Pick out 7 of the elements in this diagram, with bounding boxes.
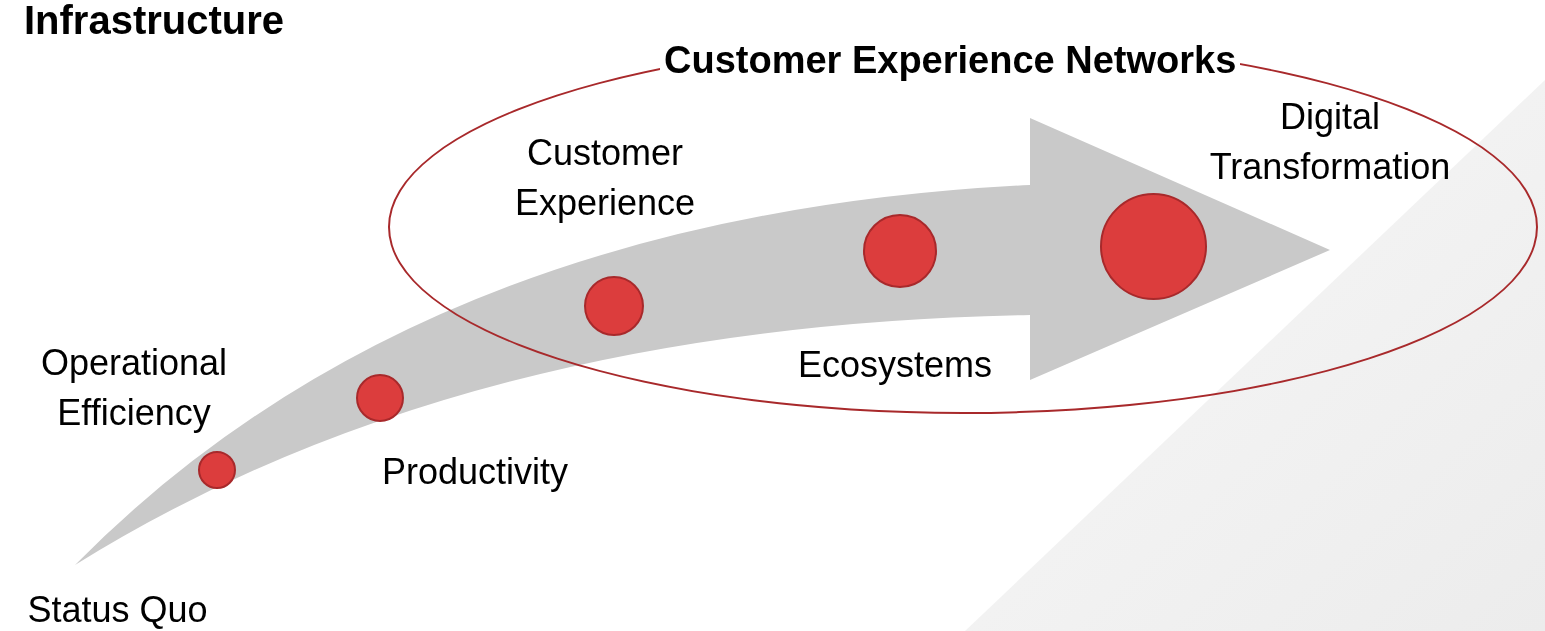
title: Infrastructure	[24, 0, 285, 44]
stage-label: Status Quo	[26, 588, 209, 631]
stage-label: Operational Efficiency	[39, 341, 229, 435]
stage-label: Ecosystems	[796, 343, 993, 387]
stage-label: Digital Transformation	[1208, 95, 1452, 189]
stage-label: Productivity	[380, 450, 570, 494]
stage-label: Customer Experience	[513, 131, 697, 225]
